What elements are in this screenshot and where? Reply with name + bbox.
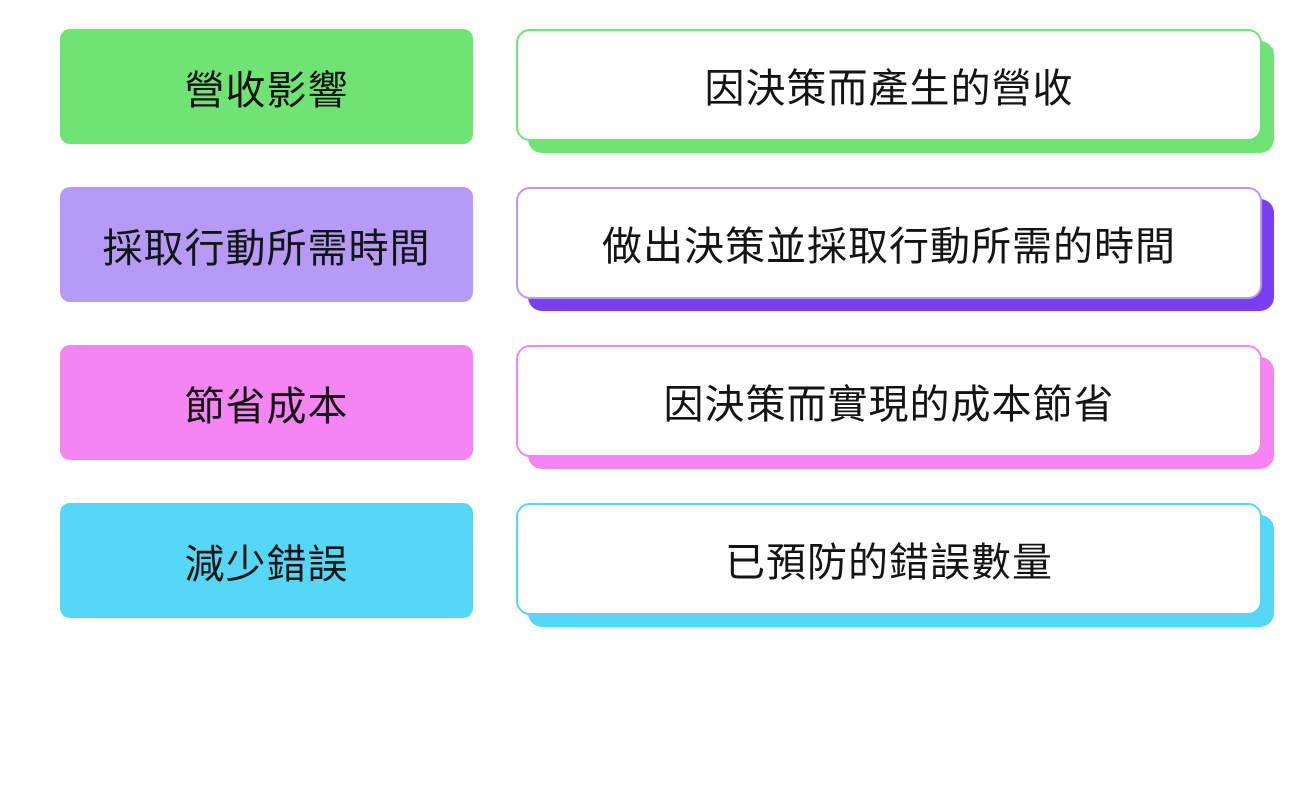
card-body: 做出決策並採取行動所需的時間 bbox=[516, 187, 1262, 299]
card-body: 因決策而實現的成本節省 bbox=[516, 345, 1262, 457]
metric-description: 已預防的錯誤數量 bbox=[725, 540, 1053, 586]
metric-label: 減少錯誤 bbox=[184, 541, 349, 588]
metric-label-box: 營收影響 bbox=[60, 29, 473, 144]
metric-label-box: 採取行動所需時間 bbox=[60, 187, 473, 302]
card-body: 已預防的錯誤數量 bbox=[516, 503, 1262, 615]
metric-label: 營收影響 bbox=[184, 67, 349, 114]
metric-label-box: 減少錯誤 bbox=[60, 503, 473, 618]
metric-description-card: 因決策而實現的成本節省 bbox=[516, 345, 1276, 471]
metric-description-card: 已預防的錯誤數量 bbox=[516, 503, 1276, 629]
metric-description: 做出決策並採取行動所需的時間 bbox=[602, 224, 1176, 270]
metric-row-time-to-action: 採取行動所需時間 做出決策並採取行動所需的時間 bbox=[0, 187, 1312, 317]
metric-description-card: 因決策而產生的營收 bbox=[516, 29, 1276, 155]
metric-label-box: 節省成本 bbox=[60, 345, 473, 460]
metric-description: 因決策而產生的營收 bbox=[704, 66, 1074, 112]
metric-label: 節省成本 bbox=[184, 383, 349, 430]
metric-description-card: 做出決策並採取行動所需的時間 bbox=[516, 187, 1276, 313]
metric-row-revenue: 營收影響 因決策而產生的營收 bbox=[0, 29, 1312, 159]
metric-label: 採取行動所需時間 bbox=[102, 225, 431, 272]
metric-row-error-reduction: 減少錯誤 已預防的錯誤數量 bbox=[0, 503, 1312, 633]
card-body: 因決策而產生的營收 bbox=[516, 29, 1262, 141]
metric-row-cost-savings: 節省成本 因決策而實現的成本節省 bbox=[0, 345, 1312, 475]
metric-description: 因決策而實現的成本節省 bbox=[663, 382, 1115, 428]
